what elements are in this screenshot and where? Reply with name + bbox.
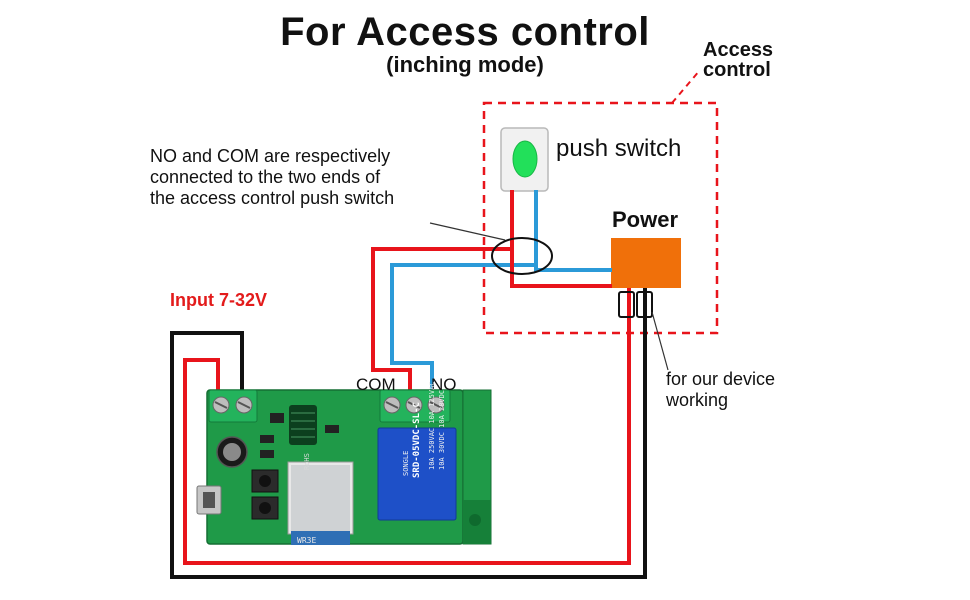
device-note-line-1: for our device <box>666 369 776 389</box>
diagram-subtitle: (inching mode) <box>386 52 544 77</box>
blue-wire <box>390 190 538 390</box>
connection-note-line-2: connected to the two ends of <box>150 167 381 187</box>
output-screw-slot-2 <box>407 401 421 409</box>
power-box <box>611 238 681 288</box>
smd-component-1 <box>260 435 274 443</box>
output-screw-slot-3 <box>429 401 443 409</box>
wifi-module-code: WR3E <box>297 536 317 545</box>
antenna-coil <box>289 405 317 445</box>
relay <box>377 427 457 521</box>
relay-rating-2: 10A 30VDC 10A 28VDC <box>438 389 446 470</box>
wifi-module-shield <box>291 465 350 531</box>
tact-button-2-cap <box>259 502 271 514</box>
smd-component-4 <box>325 425 339 433</box>
access-control-label-line-2: control <box>703 59 771 81</box>
push-switch-label: push switch <box>556 135 682 162</box>
power-red-wire <box>183 288 631 565</box>
capacitor-top <box>223 443 241 461</box>
red-wire-power <box>510 249 612 288</box>
output-screw-slot-1 <box>385 401 399 409</box>
power-connector-right <box>636 291 653 318</box>
connection-note-line-1: NO and COM are respectively <box>150 146 391 166</box>
smd-component-2 <box>260 450 274 458</box>
relay-model: SRD-05VDC-SL-C <box>412 402 422 478</box>
access-control-label-line-1: Access <box>703 39 774 61</box>
no-terminal-label: NO <box>431 375 457 394</box>
access-control-label: Access control <box>703 40 773 80</box>
access-control-box <box>482 101 719 335</box>
input-screw-slot-2 <box>237 401 251 409</box>
pcb-mounting-hole <box>469 514 481 526</box>
connection-note-line-3: the access control push switch <box>150 188 395 208</box>
input-voltage-label: Input 7-32V <box>170 290 268 310</box>
blue-wire-power <box>534 265 612 272</box>
micro-usb-slot <box>203 492 215 508</box>
power-connector-left <box>618 291 635 318</box>
connection-note: NO and COM are respectively connected to… <box>150 146 394 209</box>
relay-brand: SONGLE <box>402 450 410 476</box>
device-note-pointer <box>651 311 669 371</box>
device-note-line-2: working <box>666 390 729 410</box>
access-control-pointer <box>671 69 701 104</box>
device-note: for our device working <box>666 369 775 411</box>
com-terminal-label: COM <box>356 375 396 394</box>
push-switch-button <box>512 140 538 178</box>
smd-component-3 <box>270 413 284 423</box>
tact-button-1-cap <box>259 475 271 487</box>
relay-rating-1: 10A 250VAC 10A 125VAC <box>428 381 436 470</box>
wifi-module-antenna <box>291 531 350 545</box>
power-label: Power <box>612 207 679 232</box>
power-black-wire <box>170 288 647 579</box>
note-pointer <box>429 222 506 241</box>
connection-circle <box>491 237 553 275</box>
wifi-module-marking: RoHS <box>303 453 311 470</box>
input-screw-slot-1 <box>214 401 228 409</box>
diagram-title: For Access control <box>280 10 650 54</box>
